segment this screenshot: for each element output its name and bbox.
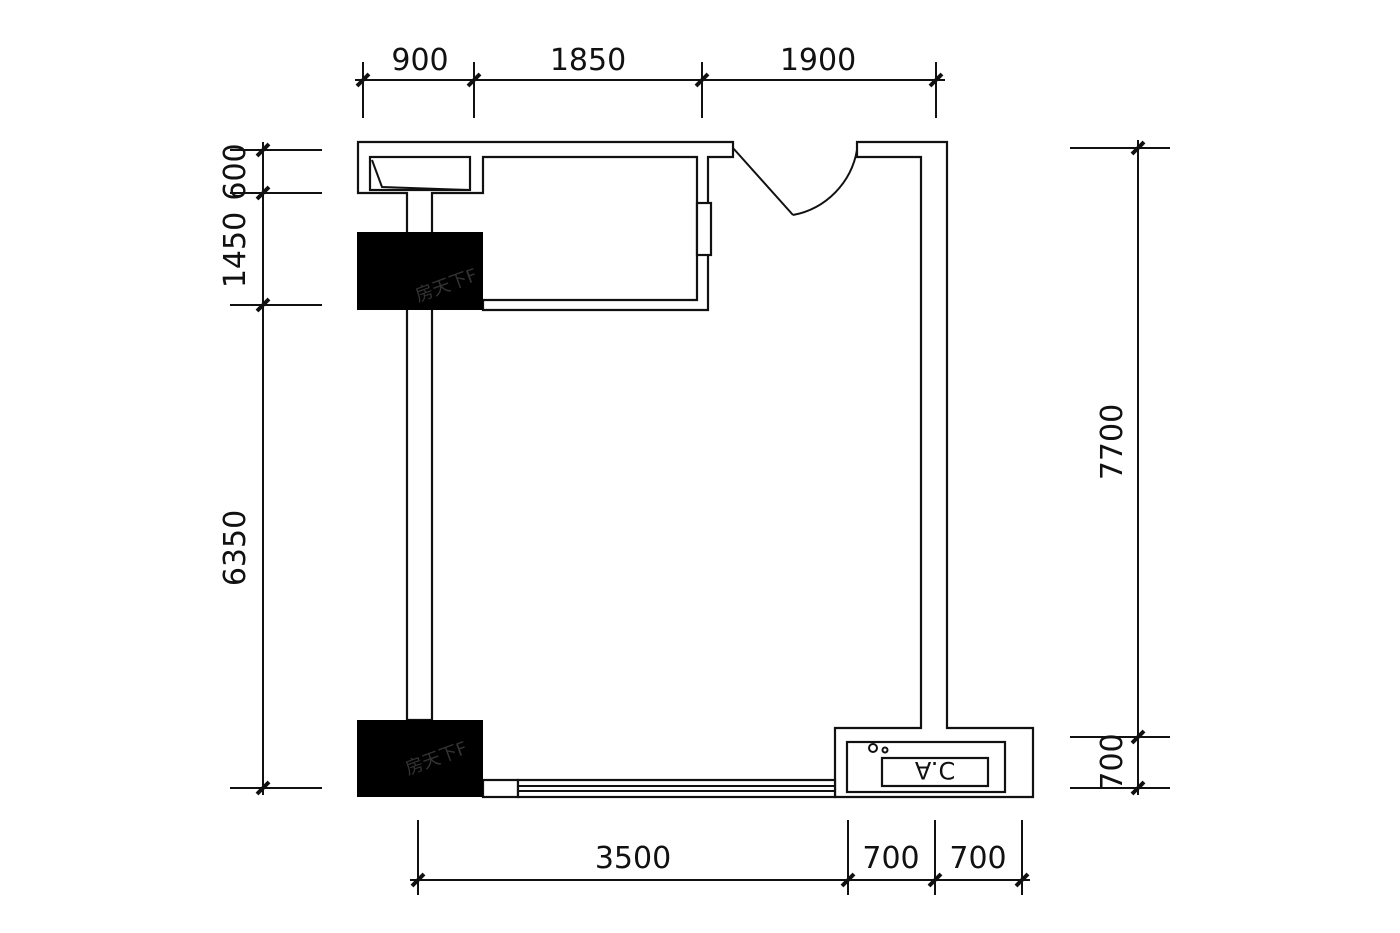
dim-right-700: 700	[1095, 733, 1130, 790]
left-dimension-chain: 600 1450 6350	[218, 142, 322, 796]
right-dimension-chain: 7700 700	[1070, 140, 1170, 796]
walls	[356, 140, 1035, 799]
ac-unit: A.C	[845, 740, 1007, 794]
dim-top-1900: 1900	[780, 43, 856, 78]
top-dimension-chain: 900 1850 1900	[355, 43, 945, 118]
structural-column-bottom	[357, 720, 483, 797]
entrance-door	[732, 147, 858, 216]
dim-left-600: 600	[218, 143, 253, 200]
structural-column-top	[357, 232, 483, 310]
dim-top-1850: 1850	[550, 43, 626, 78]
dim-bottom-3500: 3500	[595, 841, 671, 876]
bottom-window	[481, 778, 837, 799]
dim-bottom-700b: 700	[949, 841, 1006, 876]
dim-top-900: 900	[391, 43, 448, 78]
dim-left-1450: 1450	[218, 212, 253, 288]
dim-left-6350: 6350	[218, 510, 253, 586]
ac-label: A.C	[915, 756, 955, 784]
dim-bottom-700a: 700	[862, 841, 919, 876]
side-window	[695, 201, 713, 257]
bottom-dimension-chain: 3500 700 700	[410, 820, 1030, 895]
dim-right-7700: 7700	[1095, 404, 1130, 480]
